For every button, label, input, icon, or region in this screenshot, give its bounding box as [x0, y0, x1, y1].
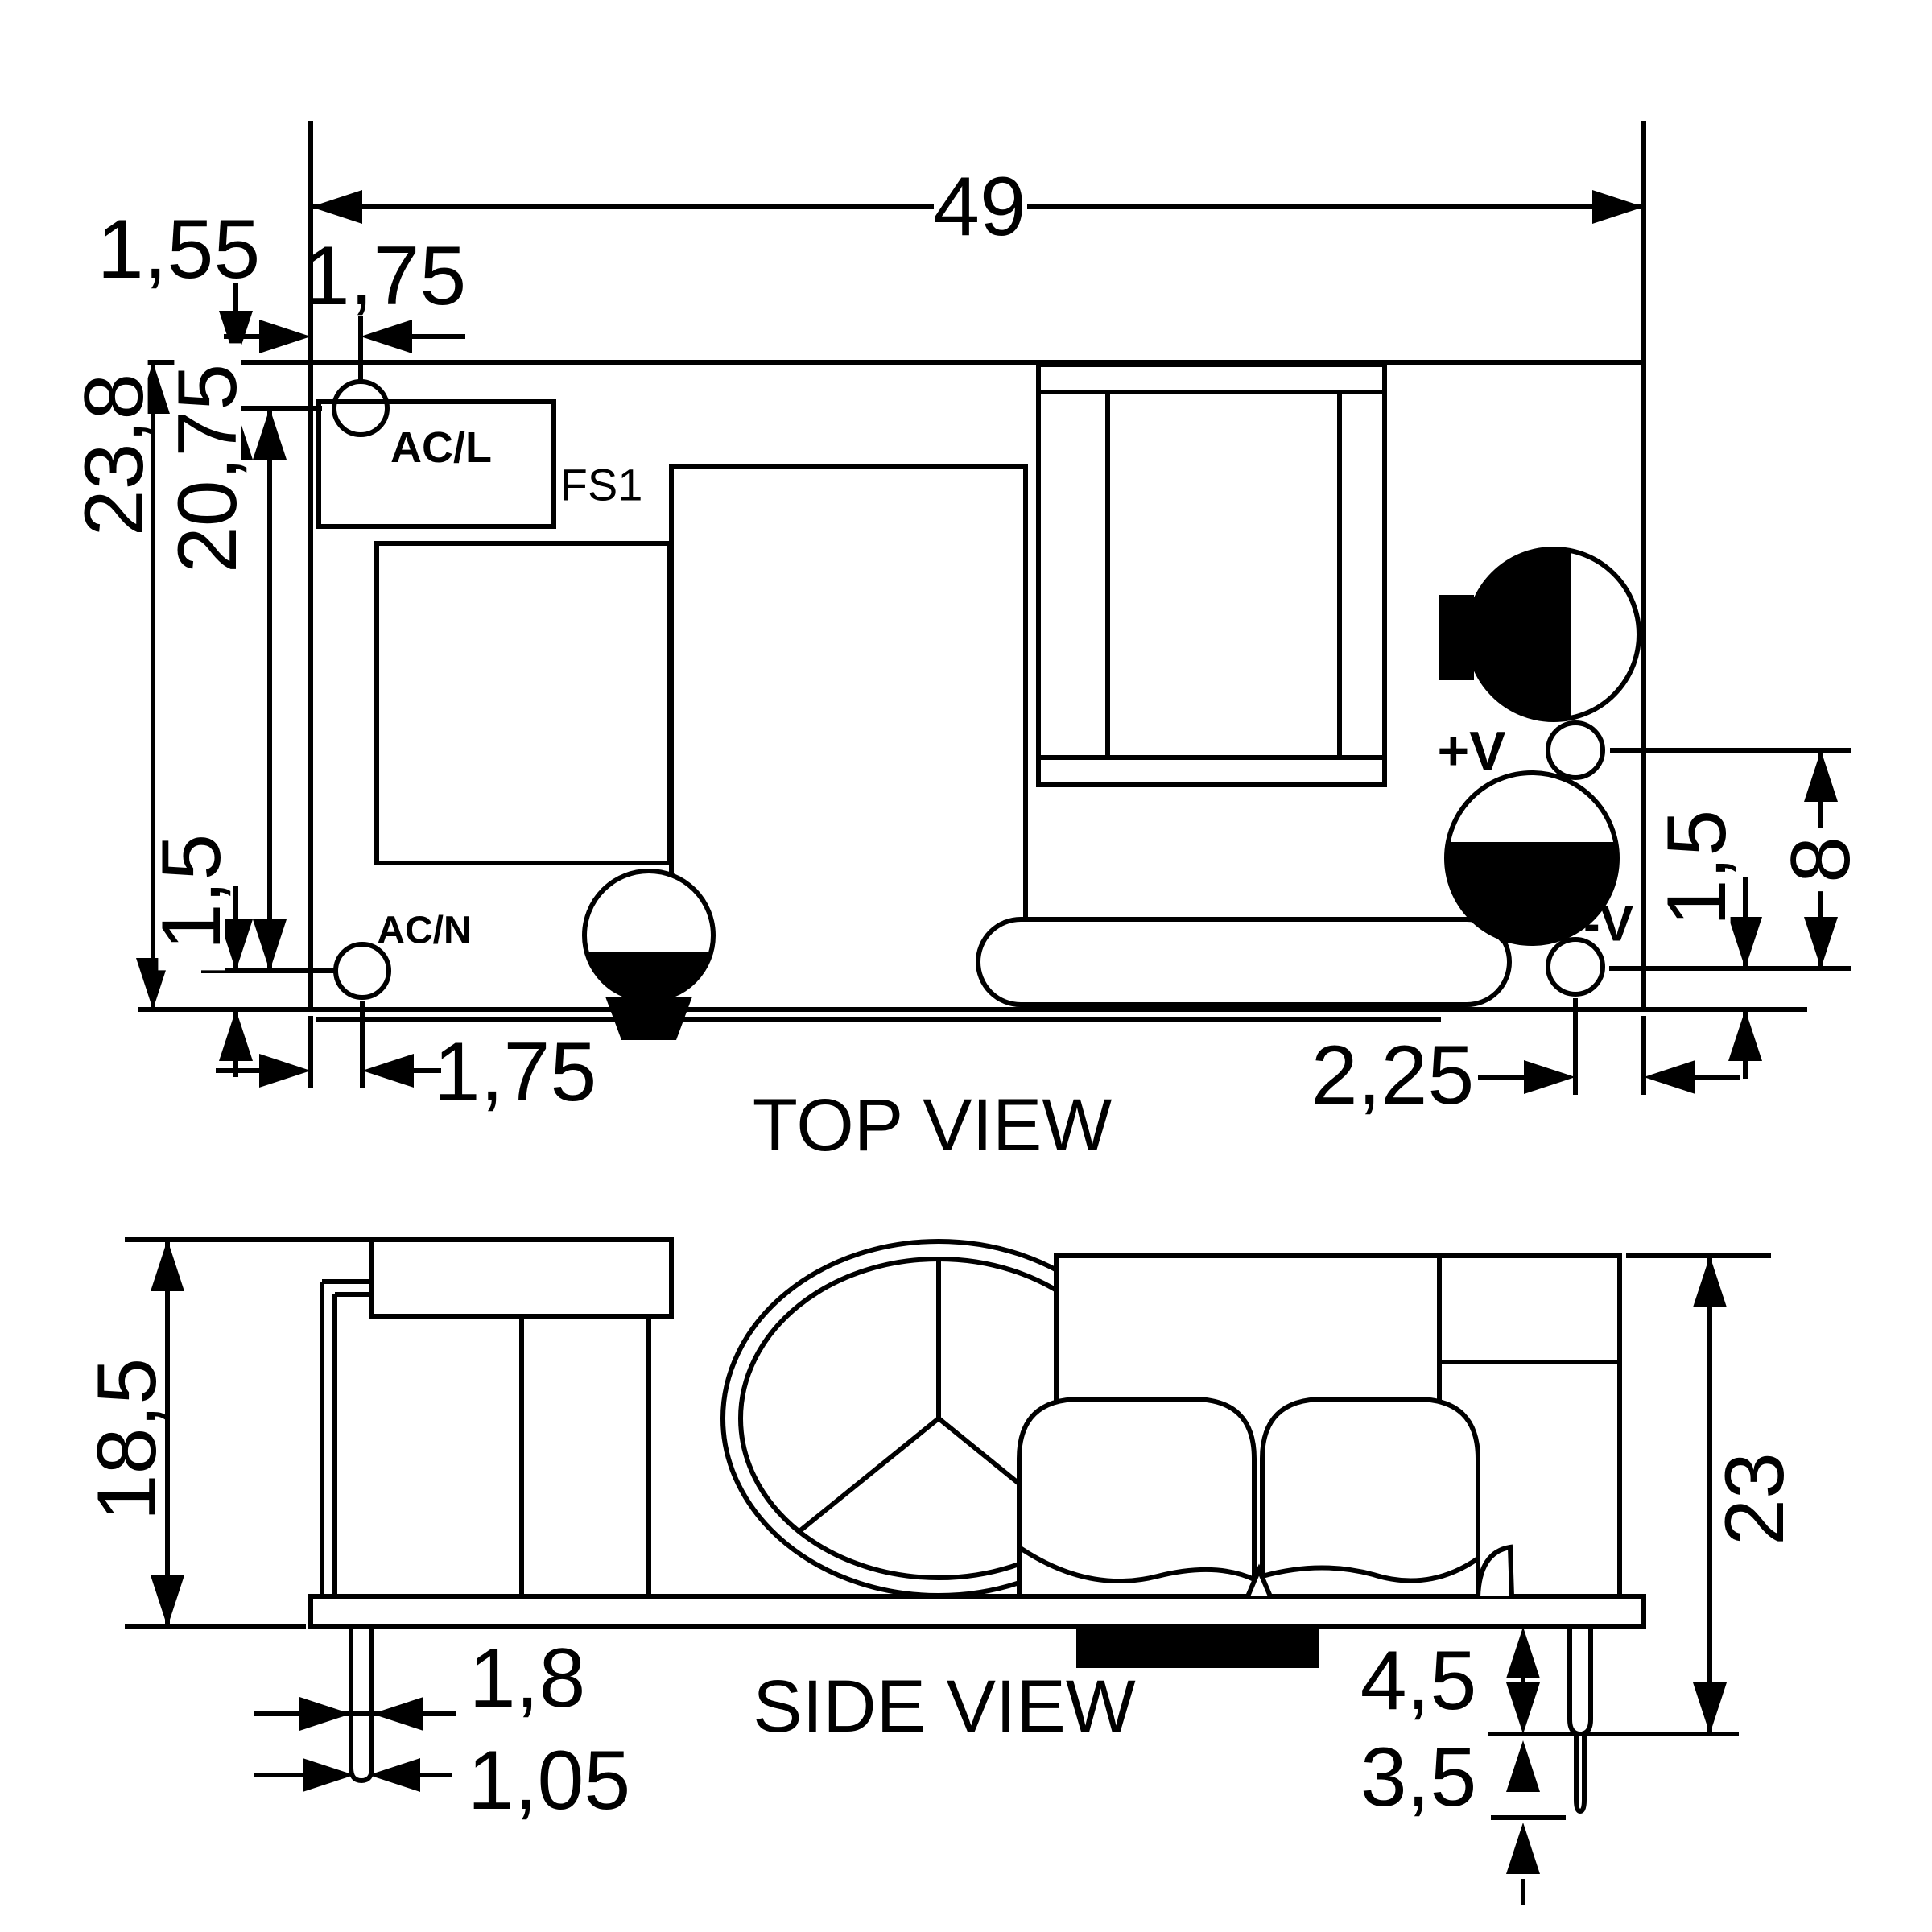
dim225-arrow-right: [1524, 1060, 1575, 1094]
label-line-input: AC/L: [390, 423, 492, 472]
dim-acl-from-top: 1,55: [97, 203, 260, 296]
dim-acn-from-bottom: 1,5: [145, 834, 238, 951]
fuse-box: [316, 399, 556, 529]
dim8-arrow-up: [1804, 750, 1838, 802]
dim45-arrow-down: [1506, 1682, 1540, 1734]
capacitor-output-lower-black-half: [1447, 842, 1617, 943]
capacitor-output-upper-tab: [1439, 595, 1474, 680]
capacitor-output-lower-wedge: [1485, 926, 1576, 943]
dim185-arrow-down: [151, 1575, 184, 1627]
dim45-arrow-up: [1506, 1627, 1540, 1678]
dim35-arrow-upper: [1506, 1740, 1540, 1792]
center-component-block: [669, 464, 1028, 1012]
dim-component-height: 18,5: [80, 1358, 174, 1521]
dim18-arrow-right: [299, 1697, 351, 1731]
dim23-arrow-up: [1693, 1256, 1727, 1307]
label-negative-output: -V: [1583, 897, 1633, 952]
dim-acn-span: 20,75: [161, 364, 254, 573]
side-view-title: SIDE VIEW: [753, 1666, 1136, 1748]
side-dome-left: [1017, 1397, 1257, 1599]
dim175t-arrow-left: [361, 320, 412, 353]
dim15R-arrow-down: [1728, 917, 1762, 968]
dim105-arrow-right: [303, 1758, 354, 1792]
dim-acn-from-left: 1,75: [434, 1026, 597, 1119]
dim-acn-from-bottom-bg: [158, 813, 225, 971]
side-solder-pad-bar: [1076, 1628, 1319, 1668]
label-neutral-input: AC/N: [377, 910, 471, 952]
dim-board-height-bg: [80, 353, 148, 557]
dim15R-arrow-up: [1728, 1009, 1762, 1061]
dim-pin-length-b: 3,5: [1360, 1731, 1477, 1824]
top-view-title: TOP VIEW: [753, 1084, 1113, 1166]
dim-board-height: 23,8: [68, 374, 161, 536]
dim2075-arrow-up: [253, 408, 287, 460]
capacitor-output-upper-black-half: [1468, 549, 1571, 720]
output-terminal-bar: [976, 917, 1512, 1007]
label-positive-output: +V: [1437, 720, 1505, 782]
dim49-arrow-right: [1592, 190, 1644, 224]
dim-output-pitch: 8: [1774, 836, 1868, 883]
dim15L-arrow-up: [219, 1009, 253, 1061]
side-fuse-box: [369, 1237, 674, 1319]
dim23-arrow-down: [1693, 1682, 1727, 1734]
right-pin-outline: [1567, 1627, 1593, 1814]
dim105-arrow-left: [369, 1758, 420, 1792]
label-fuse: FS1: [560, 460, 643, 510]
dim35-arrow-lower: [1506, 1823, 1540, 1874]
input-choke-block: [374, 541, 672, 865]
left-pin-tip: [349, 1767, 374, 1784]
dim-acn-span-bg: [174, 343, 242, 594]
dim-pin-shoulder: 1,8: [469, 1632, 586, 1725]
dim-overall-height: 23: [1708, 1452, 1802, 1546]
dim225-arrow-left: [1644, 1060, 1695, 1094]
side-dome-right: [1260, 1397, 1480, 1599]
dim-output-pitch-bg: [1787, 828, 1855, 892]
side-capacitor-vent-leg-left: [797, 1416, 940, 1534]
dim238-arrow-down: [136, 958, 170, 1009]
dim-pin-diameter: 1,05: [468, 1734, 630, 1827]
side-dome-left-sleeve: [1018, 1545, 1256, 1584]
dim-component-height-bg: [93, 1337, 161, 1542]
dim185-arrow-up: [151, 1240, 184, 1291]
dim15L-arrow-down: [219, 919, 253, 971]
dim18-arrow-left: [372, 1697, 423, 1731]
side-dome-notch: [1245, 1563, 1273, 1598]
side-dome-foot: [1476, 1544, 1514, 1597]
transformer-outline: [1036, 362, 1387, 787]
negative-output-hole: [1546, 937, 1605, 997]
dim8-arrow-down: [1804, 917, 1838, 968]
dim-pin-length-a: 4,5: [1360, 1634, 1477, 1728]
positive-output-hole: [1546, 720, 1605, 780]
dim-board-width: 49: [933, 160, 1026, 254]
dim-acl-from-left: 1,75: [303, 229, 466, 323]
capacitor-input-black-half: [586, 952, 712, 1000]
dim-overall-height-bg: [1721, 1443, 1789, 1554]
capacitor-input-wedge: [605, 997, 692, 1040]
dim-output-from-right: 2,25: [1311, 1029, 1474, 1122]
dim175b-arrow-right: [259, 1054, 311, 1088]
dim175t-arrow-right: [259, 320, 311, 353]
side-dome-right-sleeve: [1261, 1556, 1480, 1583]
dim49-arrow-left: [311, 190, 362, 224]
dim175b-arrow-left: [362, 1054, 414, 1088]
dim-output-from-bottom: 1,5: [1650, 810, 1744, 927]
side-view-pcb: [308, 1594, 1646, 1629]
dim-output-from-bottom-bg: [1663, 789, 1731, 947]
dim2075-arrow-down: [253, 919, 287, 971]
